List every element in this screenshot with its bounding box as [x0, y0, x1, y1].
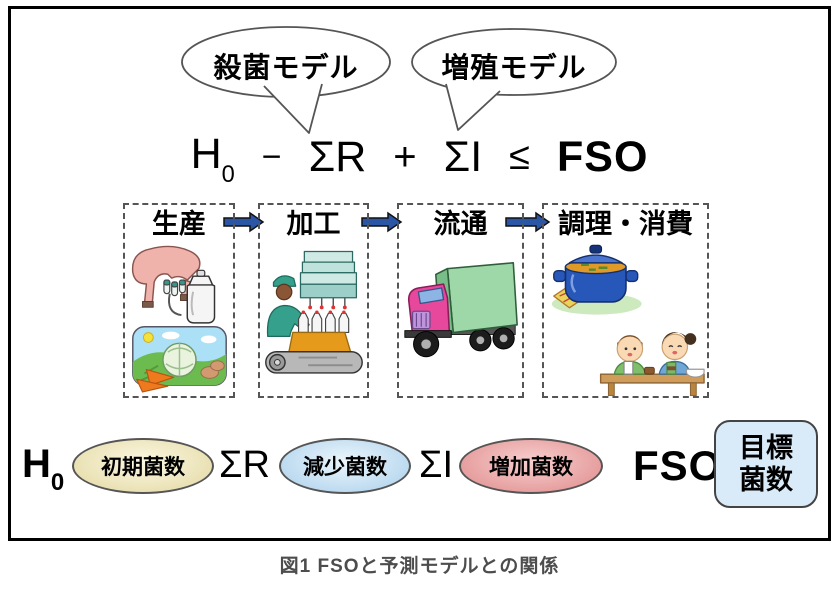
legend-target-count-line2: 菌数: [739, 465, 793, 495]
legend-increase-count-label: 増加菌数: [489, 456, 573, 479]
stage-distribution: 流通: [397, 203, 524, 398]
cooking-pot-and-people-eating-icon: [551, 244, 705, 396]
legend-fso-symbol: FSO: [633, 442, 723, 489]
formula-leq: ≤: [509, 135, 531, 178]
formula-minus: −: [261, 137, 282, 176]
stage-cooking-consumption: 調理・消費: [542, 203, 709, 398]
legend-h0-symbol: H0: [22, 442, 65, 496]
stage-production: 生産: [123, 203, 235, 398]
legend-initial-count-label: 初期菌数: [101, 456, 185, 479]
formula-sigma-i: ΣI: [443, 132, 483, 181]
legend-decrease-count-ellipse: 減少菌数: [279, 438, 411, 494]
legend-target-count-line1: 目標: [739, 432, 793, 463]
formula-h0: H0: [190, 129, 235, 188]
legend-sigma-i-symbol: ΣI: [419, 444, 454, 486]
cow-milking-and-vegetables-icon: [131, 245, 227, 393]
bubble-sterilization-label: 殺菌モデル: [213, 52, 359, 83]
stage-processing: 加工: [258, 203, 369, 398]
fso-formula: H0 − ΣR + ΣI ≤ FSO: [0, 126, 839, 188]
stage-distribution-label: 流通: [433, 209, 488, 239]
bubble-growth-label: 増殖モデル: [441, 52, 587, 83]
factory-bottling-worker-icon: [265, 250, 363, 374]
legend-fso-box: 目標 菌数: [714, 420, 818, 508]
diagram-border: [8, 6, 831, 541]
legend-decrease-count-label: 減少菌数: [303, 456, 387, 479]
legend-initial-count-ellipse: 初期菌数: [72, 438, 214, 494]
formula-fso: FSO: [557, 132, 649, 181]
stage-cooking-consumption-label: 調理・消費: [558, 209, 693, 239]
delivery-truck-icon: [404, 262, 518, 358]
stage-production-label: 生産: [152, 209, 206, 239]
figure-caption: 図1 FSOと予測モデルとの関係: [279, 556, 560, 577]
formula-plus: +: [393, 134, 417, 179]
formula-sigma-r: ΣR: [308, 132, 367, 181]
stage-processing-label: 加工: [286, 209, 341, 239]
legend-sigma-r-symbol: ΣR: [219, 444, 270, 486]
legend-increase-count-ellipse: 増加菌数: [459, 438, 603, 494]
